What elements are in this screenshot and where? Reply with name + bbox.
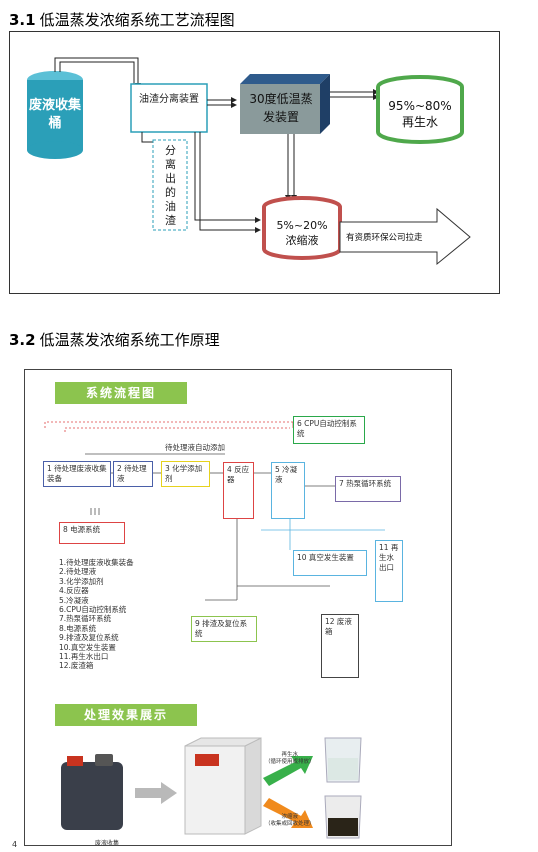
auto-add-label: 待处理液自动添加 [165,443,225,452]
node-condensate: 5 冷凝液 [271,462,305,519]
separator-label: 油渣分离装置 [139,94,199,105]
separator-box [130,83,208,133]
recycled-percent: 95%~80% [388,99,452,113]
node-power: 8 电源系统 [59,522,125,544]
node-cpu-control: 6 CPU自动控制系统 [293,416,365,444]
section-number: 3.1 [9,11,36,29]
node-recycled-outlet: 11 再生水出口 [375,540,403,602]
legend-item: 8.电源系统 [59,623,97,633]
legend-item: 7.热泵循环系统 [59,614,112,624]
section-title: 低温蒸发浓缩系统工作原理 [39,331,220,349]
node-chemical-additive: 3 化学添加剂 [161,461,210,487]
effect-illustration [61,737,362,839]
process-flow-graphics [27,57,471,266]
legend-item: 4.反应器 [59,586,89,596]
legend-item: 10.真空发生装置 [59,642,116,652]
effect-title: 处理效果展示 [55,704,197,726]
system-flow-figure: 系统流程图 6 CPU自动控制系统 待处理液自动添加 1 待处理废液收集装备 2… [24,369,452,847]
legend-item: 3.化学添加剂 [59,576,104,586]
disposal-label: 有资质环保公司拉走 [346,233,423,243]
recycled-label: 再生水 [401,115,438,129]
node-reactor: 4 反应器 [223,462,254,519]
node-vacuum: 10 真空发生装置 [293,550,367,576]
legend-item: 9.排渣及复位系统 [59,633,119,643]
legend-item: 12.废渣箱 [59,661,94,671]
oil-label: 分离出的油渣 [165,144,176,227]
oil-box [152,139,188,231]
caption-waste: 废液收集 [95,840,120,847]
caption-concentrate-note: （收集或回收处理） [265,821,315,827]
node-waste-tank: 12 废液箱 [321,614,359,678]
node-pending-liquid: 2 待处理液 [113,461,153,487]
legend-item: 5.冷凝液 [59,595,89,605]
tank-bottom [27,141,83,159]
legend-item: 11.再生水出口 [59,652,109,662]
legend-list: 1.待处理废液收集装备 2.待处理液 3.化学添加剂 4.反应器 5.冷凝液 6… [59,558,134,671]
tank-label: 废液收集桶 [29,98,82,131]
caption-concentrate: 浓缩液 （收集或回收处理） [265,814,315,828]
evaporator-label: 30度低温蒸发装置 [249,92,313,124]
legend-item: 1.待处理废液收集装备 [59,558,134,567]
process-flow-diagram: 废液收集桶 油渣分离装置 分离出的油渣 30度低温蒸发装置 95%~80% 再生… [9,31,500,294]
section-title: 低温蒸发浓缩系统工艺流程图 [39,11,235,29]
node-heat-pump: 7 热泵循环系统 [335,476,401,502]
caption-concentrate-title: 浓缩液 [281,814,299,820]
page-number: 4 [12,840,18,849]
concentrate-label: 浓缩液 [285,234,319,247]
node-waste-collection: 1 待处理废液收集装备 [43,461,111,487]
flow-title: 系统流程图 [55,382,187,404]
caption-recycled-note: （循环使用或排放） [265,759,315,765]
tank-body [27,80,83,150]
caption-recycled: 再生水 （循环使用或排放） [265,752,315,766]
section-number: 3.2 [9,331,36,349]
legend-item: 2.待处理液 [59,567,97,577]
caption-recycled-title: 再生水 [281,752,299,758]
concentrate-percent: 5%~20% [276,219,328,232]
legend-item: 6.CPU自动控制系统 [59,605,127,615]
node-slag-reset: 9 排渣及复位系统 [191,616,257,642]
waste-jerrycan [61,762,123,830]
evaporator-box [240,84,320,134]
